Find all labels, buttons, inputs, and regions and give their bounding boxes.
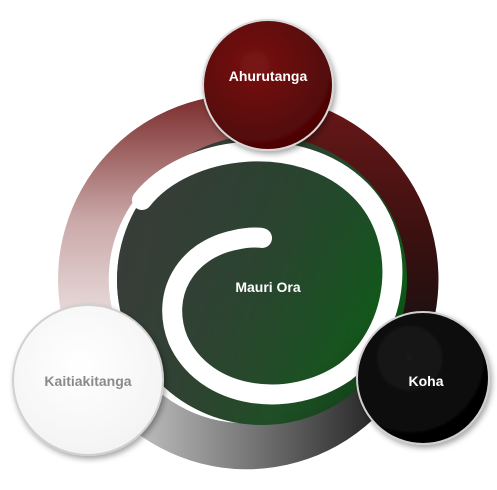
spiral-groove [132,141,403,405]
node-koha [356,311,490,445]
node-circle [12,304,164,456]
node-label-kaitiakitanga: Kaitiakitanga [44,373,131,389]
node-label-ahurutanga: Ahurutanga [229,68,308,84]
center-label: Mauri Ora [235,279,301,295]
node-ahurutanga [202,19,334,151]
spiral-koru-icon [117,135,407,425]
node-kaitiakitanga [12,304,164,456]
ring-segment-bottom [95,358,395,470]
node-circle [356,311,490,445]
node-circle [202,19,334,151]
ring-segment-left [58,95,230,345]
node-label-koha: Koha [409,373,444,389]
